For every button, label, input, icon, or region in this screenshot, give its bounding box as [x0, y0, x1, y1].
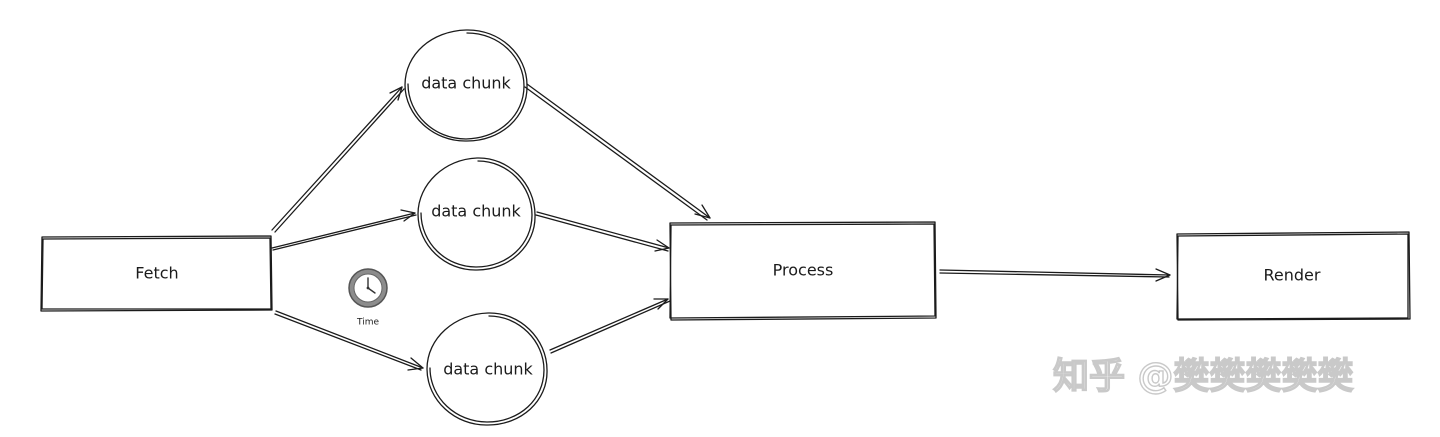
clock-icon [348, 268, 388, 308]
chunk-bottom-label: data chunk [443, 360, 533, 379]
chunk-mid-label: data chunk [431, 202, 521, 221]
clock-label: Time [356, 318, 379, 328]
arrow-chunk-mid-to-process [535, 211, 670, 252]
arrow-process-to-render [939, 268, 1171, 282]
arrow-fetch-to-chunk-bottom [274, 310, 424, 371]
chunk-top-label: data chunk [421, 74, 511, 93]
arrow-fetch-to-chunk-top [271, 86, 405, 233]
process-label: Process [773, 261, 834, 280]
chunk-mid-node: data chunk [417, 157, 536, 271]
render-node: Render [1176, 231, 1411, 321]
process-node: Process [669, 221, 937, 321]
arrow-chunk-bottom-to-process [549, 298, 671, 354]
fetch-node: Fetch [40, 235, 273, 312]
fetch-label: Fetch [135, 264, 178, 283]
chunk-bottom-node: data chunk [426, 312, 548, 426]
chunk-top-node: data chunk [404, 29, 528, 142]
arrow-chunk-top-to-process [524, 83, 711, 221]
watermark-text: 知乎 @樊樊樊樊樊 [1053, 356, 1354, 397]
render-label: Render [1264, 266, 1321, 285]
arrow-fetch-to-chunk-mid [271, 209, 417, 251]
